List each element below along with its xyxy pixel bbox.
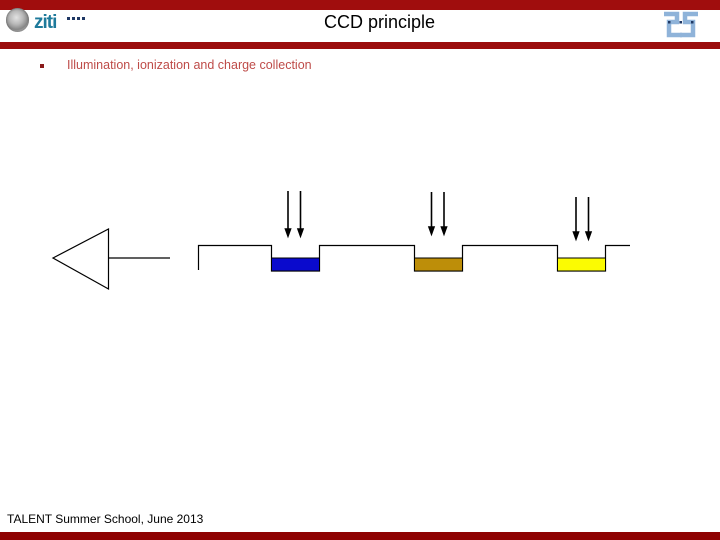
header-rule: [0, 42, 720, 49]
footer-text: TALENT Summer School, June 2013: [7, 512, 204, 526]
bullet-marker: [40, 64, 44, 68]
charge-packet-gold: [414, 257, 463, 272]
institute-emblem-icon: [660, 9, 702, 46]
bottom-accent-bar: [0, 532, 720, 540]
charge-packet-blue: [271, 257, 320, 272]
bullet-text: Illumination, ionization and charge coll…: [67, 58, 312, 72]
photon-arrowhead-icon: [572, 231, 580, 242]
photon-arrowhead-icon: [296, 228, 305, 239]
charge-packet-yellow: [557, 257, 606, 272]
photon-arrowhead-icon: [427, 226, 436, 237]
photon-arrowhead-icon: [284, 228, 292, 239]
amplifier-triangle: [51, 228, 110, 291]
top-accent-bar: [0, 0, 720, 10]
photon-arrow-group-3: [572, 197, 593, 242]
photon-arrowhead-icon: [584, 231, 593, 242]
ziti-logo: ziti: [34, 12, 57, 33]
ziti-logo-pixel-dots-icon: [67, 17, 85, 20]
slide-title: CCD principle: [324, 12, 436, 32]
university-seal-icon: [6, 8, 29, 32]
photon-arrow-group-1: [284, 191, 305, 239]
photon-arrow-group-2: [427, 192, 448, 237]
photon-arrowhead-icon: [440, 226, 448, 237]
